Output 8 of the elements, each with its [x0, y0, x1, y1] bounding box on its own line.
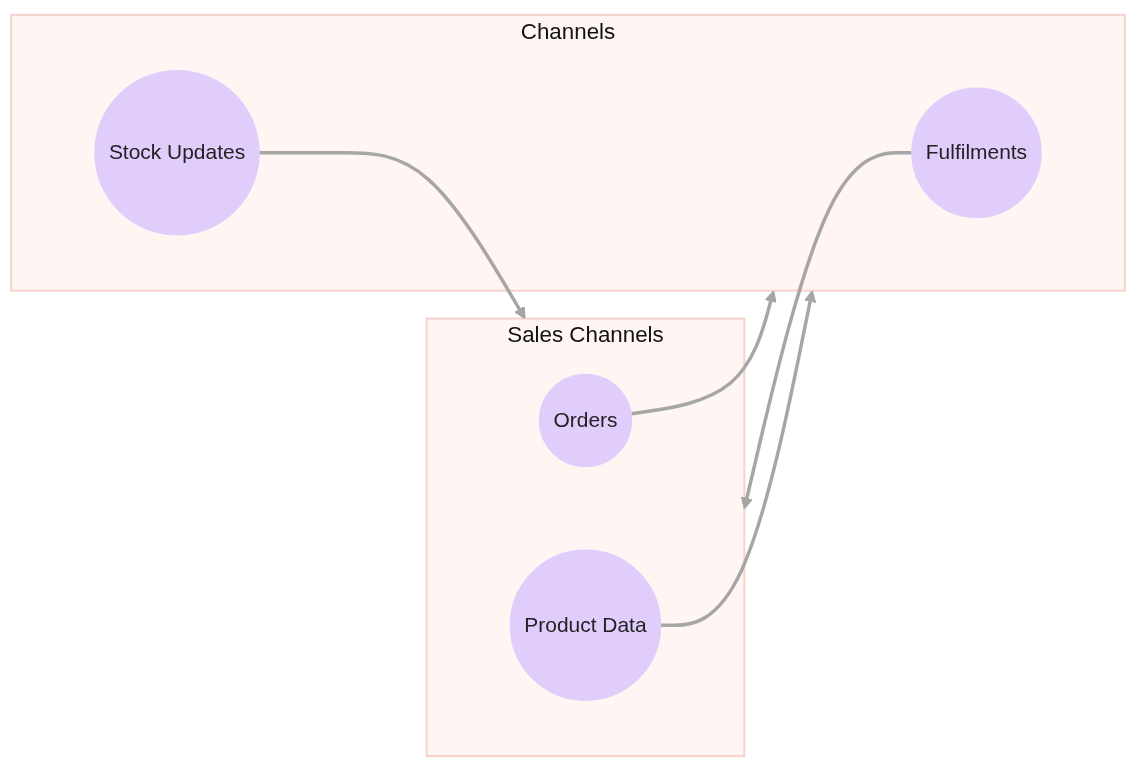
arrow: [631, 290, 777, 416]
arrow: [259, 151, 526, 320]
arrow: [740, 151, 912, 510]
arrow: [660, 290, 817, 627]
node-circle: Fulfilments: [911, 87, 1042, 219]
node-circle: Product Data: [509, 549, 662, 701]
node-circle: Stock Updates: [94, 70, 260, 236]
node-circle: Orders: [538, 373, 633, 468]
